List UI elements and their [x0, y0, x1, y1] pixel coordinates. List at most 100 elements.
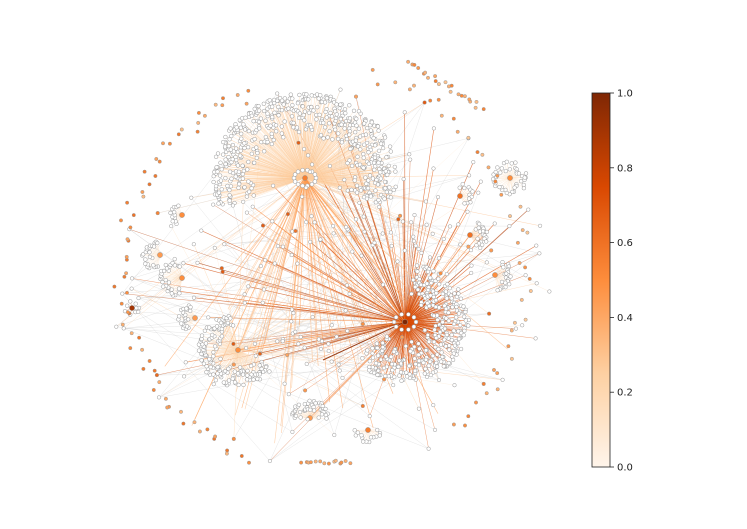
- graph-node: [114, 324, 119, 329]
- graph-node: [370, 176, 376, 181]
- edge-cross: [304, 177, 541, 227]
- graph-node: [375, 124, 381, 129]
- graph-node: [227, 187, 232, 193]
- peripheral-node: [140, 347, 145, 352]
- graph-node: [428, 372, 434, 378]
- graph-node: [243, 115, 248, 120]
- graph-node: [547, 289, 552, 294]
- peripheral-node: [197, 429, 202, 434]
- graph-node: [227, 169, 233, 174]
- edge-fan: [270, 125, 306, 179]
- graph-node: [432, 327, 437, 332]
- graph-node: [130, 276, 135, 281]
- graph-node: [285, 212, 290, 217]
- graph-node: [227, 137, 232, 142]
- graph-node: [215, 365, 220, 370]
- peripheral-node: [426, 75, 430, 80]
- edge-fan: [205, 349, 239, 356]
- graph-node: [318, 346, 324, 352]
- graph-node: [322, 100, 328, 105]
- hub-node: [302, 175, 308, 181]
- graph-node: [230, 376, 235, 381]
- graph-node: [457, 185, 462, 190]
- edge-fan: [304, 177, 386, 189]
- graph-node: [393, 169, 398, 174]
- graph-node: [323, 109, 328, 115]
- graph-node: [254, 155, 259, 161]
- edge-mesh: [243, 201, 383, 348]
- graph-node: [302, 345, 307, 350]
- graph-node: [315, 105, 320, 110]
- graph-node: [538, 223, 543, 228]
- edge-mesh: [122, 293, 271, 462]
- peripheral-node: [527, 276, 532, 281]
- edge-fan: [172, 277, 183, 296]
- graph-node: [433, 278, 438, 284]
- peripheral-node: [326, 461, 331, 466]
- edge-fan: [304, 135, 385, 179]
- graph-node: [147, 254, 153, 260]
- graph-node: [163, 277, 168, 283]
- graph-node: [368, 194, 373, 199]
- graph-node: [391, 319, 397, 325]
- edge-mesh: [188, 265, 262, 320]
- peripheral-node: [518, 204, 523, 209]
- graph-node: [128, 299, 133, 304]
- edge-fan: [404, 300, 437, 323]
- graph-node: [454, 304, 459, 310]
- peripheral-node: [348, 461, 353, 466]
- edge-fan: [299, 113, 306, 179]
- graph-node: [169, 291, 174, 296]
- graph-node: [125, 303, 130, 308]
- graph-node: [244, 345, 249, 351]
- graph-node: [366, 161, 372, 166]
- graph-node: [246, 159, 251, 165]
- graph-node: [416, 352, 421, 357]
- edge-mesh: [336, 336, 503, 380]
- graph-node: [230, 203, 235, 208]
- graph-node: [334, 334, 339, 339]
- edge-fan: [404, 321, 419, 344]
- graph-node: [402, 248, 407, 253]
- graph-node: [304, 220, 309, 225]
- peripheral-node: [370, 67, 375, 72]
- graph-node: [476, 225, 481, 230]
- graph-node: [199, 358, 204, 363]
- graph-node: [417, 276, 422, 282]
- graph-node: [492, 221, 497, 226]
- graph-node: [386, 163, 391, 168]
- edge-fan: [211, 337, 239, 351]
- graph-node: [321, 120, 326, 125]
- graph-node: [356, 109, 362, 114]
- graph-node: [136, 296, 141, 301]
- graph-node: [347, 291, 352, 296]
- graph-node: [342, 107, 348, 112]
- graph-node: [334, 102, 339, 107]
- graph-node: [319, 339, 325, 344]
- graph-node: [237, 181, 242, 187]
- graph-node: [450, 305, 455, 310]
- edge-cross: [304, 177, 401, 217]
- graph-node: [415, 269, 420, 274]
- peripheral-node: [525, 230, 530, 235]
- peripheral-node: [492, 368, 496, 372]
- graph-node: [308, 407, 313, 412]
- graph-node: [504, 159, 509, 164]
- edge-mesh: [295, 230, 469, 247]
- graph-node: [465, 209, 470, 214]
- graph-node: [458, 242, 463, 247]
- graph-node: [426, 363, 431, 368]
- graph-node: [354, 123, 359, 128]
- peripheral-node: [451, 116, 456, 121]
- graph-node: [500, 377, 505, 382]
- graph-node: [218, 178, 224, 183]
- graph-node: [430, 353, 435, 359]
- graph-node: [222, 242, 227, 247]
- graph-node: [230, 142, 236, 148]
- graph-node: [172, 210, 177, 215]
- peripheral-node: [481, 107, 486, 112]
- hub-node: [179, 212, 185, 218]
- graph-node: [222, 368, 228, 374]
- graph-node: [309, 214, 314, 219]
